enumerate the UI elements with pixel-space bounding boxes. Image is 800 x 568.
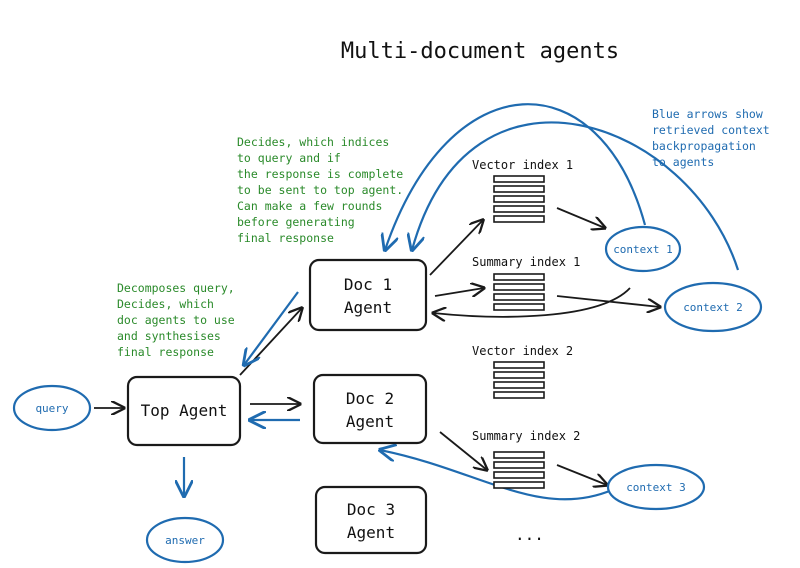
top-agent-note: Decomposes query, Decides, which doc age… xyxy=(117,281,235,359)
summary-index-1-stack xyxy=(493,273,545,311)
doc2-agent-node: Doc 2 Agent xyxy=(312,373,428,445)
doc-agent-note-line: before generating xyxy=(237,215,355,229)
context-3-label: context 3 xyxy=(626,481,686,494)
context-1-node: context 1 xyxy=(604,225,682,273)
arrow-return-to-doc1 xyxy=(433,287,631,317)
more-indices-ellipsis: ... xyxy=(515,525,544,544)
arrow-doc2-to-summary2 xyxy=(439,431,487,470)
vector-index-2-label: Vector index 2 xyxy=(472,344,573,358)
doc-agent-note-line: Decides, which indices xyxy=(237,135,389,149)
arrow-doc1-to-summary1 xyxy=(434,288,484,296)
doc1-agent-node: Doc 1 Agent xyxy=(308,258,428,332)
arrow-vector1-to-context1 xyxy=(556,207,605,228)
diagram-title: Multi-document agents xyxy=(341,39,619,64)
arrow-doc1-to-top xyxy=(244,291,299,365)
arrow-doc1-to-vector1 xyxy=(429,220,483,276)
top-agent-note-line: Decomposes query, xyxy=(117,281,235,295)
summary-index-2-stack xyxy=(493,451,545,489)
top-agent-note-line: doc agents to use xyxy=(117,313,235,327)
answer-node: answer xyxy=(145,516,225,564)
context-1-label: context 1 xyxy=(613,243,673,256)
doc3-agent-node: Doc 3 Agent xyxy=(314,485,428,555)
blue-arrows-note-line: retrieved context xyxy=(652,123,770,137)
doc-agent-note-line: Can make a few rounds xyxy=(237,199,382,213)
blue-arrows-note: Blue arrows show retrieved context backp… xyxy=(652,107,770,169)
summary-index-2-label: Summary index 2 xyxy=(472,429,580,443)
context-2-node: context 2 xyxy=(663,281,763,333)
doc3-label-line1: Doc 3 xyxy=(347,500,395,519)
top-agent-note-line: and synthesises xyxy=(117,329,221,343)
doc3-label-line2: Agent xyxy=(347,523,395,542)
vector-index-1-label: Vector index 1 xyxy=(472,158,573,172)
vector-index-2-stack xyxy=(493,361,545,399)
doc-agent-note-line: the response is complete xyxy=(237,167,403,181)
doc2-label-line2: Agent xyxy=(346,412,394,431)
doc-agent-note-line: to query and if xyxy=(237,151,341,165)
query-node: query xyxy=(12,384,92,432)
doc-agent-note-line: final response xyxy=(237,231,334,245)
backprop-arc-inner xyxy=(412,121,740,271)
doc1-label-line1: Doc 1 xyxy=(344,275,392,294)
top-agent-label: Top Agent xyxy=(141,401,228,420)
doc1-label-line2: Agent xyxy=(344,298,392,317)
summary-index-1-label: Summary index 1 xyxy=(472,255,580,269)
arrow-summary2-to-context3 xyxy=(556,464,607,485)
doc2-label-line1: Doc 2 xyxy=(346,389,394,408)
blue-arrows-note-line: Blue arrows show xyxy=(652,107,763,121)
doc-agent-note: Decides, which indices to query and if t… xyxy=(237,135,403,245)
backprop-arc-outer xyxy=(385,103,647,250)
blue-arrows-note-line: to agents xyxy=(652,155,714,169)
query-label: query xyxy=(35,402,68,415)
arrow-summary1-to-context2 xyxy=(556,295,660,307)
blue-arrows-note-line: backpropagation xyxy=(652,139,756,153)
top-agent-note-line: Decides, which xyxy=(117,297,214,311)
top-agent-note-line: final response xyxy=(117,345,214,359)
top-agent-node: Top Agent xyxy=(126,375,242,447)
arrow-top-to-doc1 xyxy=(239,308,302,376)
vector-index-1-stack xyxy=(493,175,545,223)
context-2-label: context 2 xyxy=(683,301,743,314)
answer-label: answer xyxy=(165,534,205,547)
doc-agent-note-line: to be sent to top agent. xyxy=(237,183,403,197)
context-3-node: context 3 xyxy=(606,463,706,511)
